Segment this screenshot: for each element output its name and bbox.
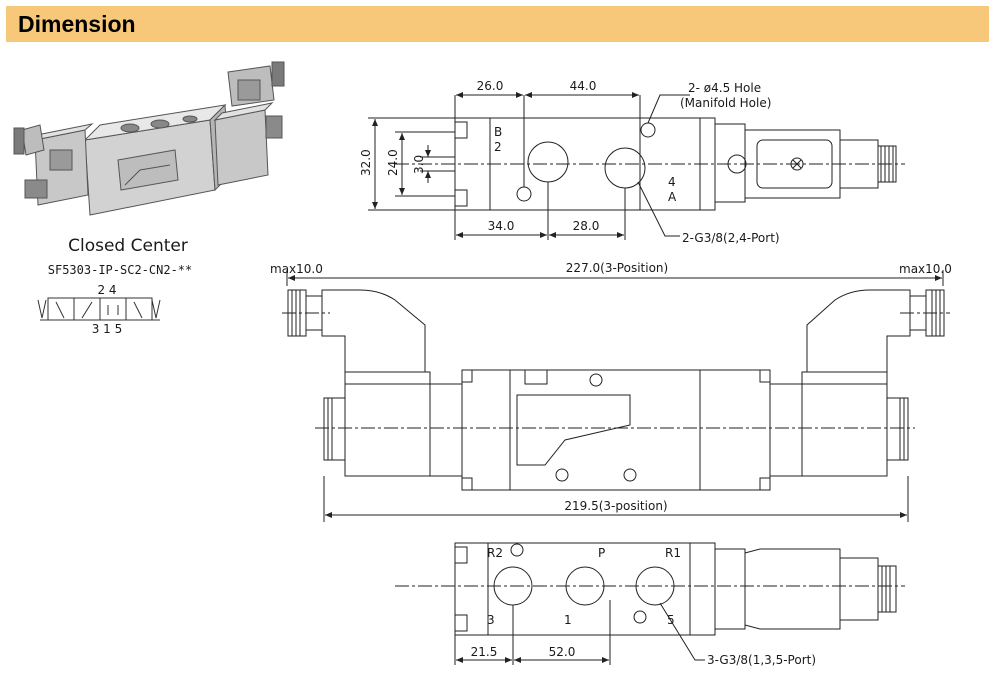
top-dim-26: 26.0	[477, 79, 504, 93]
section-header: Dimension	[6, 6, 989, 42]
front-overall-length: 227.0(3-Position)	[566, 261, 668, 275]
bottom-label-r1: R1	[665, 546, 681, 560]
front-max-right: max10.0	[899, 262, 952, 276]
pneumatic-symbol	[37, 297, 161, 321]
product-caption: Closed Center	[68, 236, 188, 256]
bottom-label-p: P	[598, 546, 605, 560]
bottom-label-1: 1	[564, 613, 572, 627]
top-port-note: 2-G3/8(2,4-Port)	[682, 231, 780, 245]
symbol-ports-bottom: 3 1 5	[92, 322, 123, 336]
top-label-4: 4	[668, 175, 676, 189]
top-dim-28: 28.0	[573, 219, 600, 233]
valve-product-illustration	[13, 61, 285, 216]
top-dim-34: 34.0	[488, 219, 515, 233]
bottom-dim-21-5: 21.5	[471, 645, 498, 659]
top-label-2: 2	[494, 140, 502, 154]
top-label-a: A	[668, 190, 677, 204]
product-model-number: SF5303-IP-SC2-CN2-**	[48, 263, 193, 277]
bottom-dim-52: 52.0	[549, 645, 576, 659]
bottom-label-r2: R2	[487, 546, 503, 560]
top-dim-3: 3.0	[412, 155, 426, 174]
bottom-label-5: 5	[667, 613, 675, 627]
top-hole-note: 2- ø4.5 Hole	[688, 81, 761, 95]
top-dim-44: 44.0	[570, 79, 597, 93]
symbol-ports-top: 2 4	[97, 283, 116, 297]
top-label-b: B	[494, 125, 502, 139]
bottom-label-3: 3	[487, 613, 495, 627]
section-title: Dimension	[18, 11, 136, 37]
top-hole-note-sub: (Manifold Hole)	[680, 96, 771, 110]
front-max-left: max10.0	[270, 262, 323, 276]
bottom-port-note: 3-G3/8(1,3,5-Port)	[707, 653, 816, 667]
front-view-drawing	[282, 270, 950, 522]
top-view-drawing	[368, 92, 905, 240]
front-body-length: 219.5(3-position)	[564, 499, 667, 513]
top-dim-24: 24.0	[386, 149, 400, 176]
bottom-view-drawing	[395, 542, 905, 665]
top-dim-32: 32.0	[359, 149, 373, 176]
